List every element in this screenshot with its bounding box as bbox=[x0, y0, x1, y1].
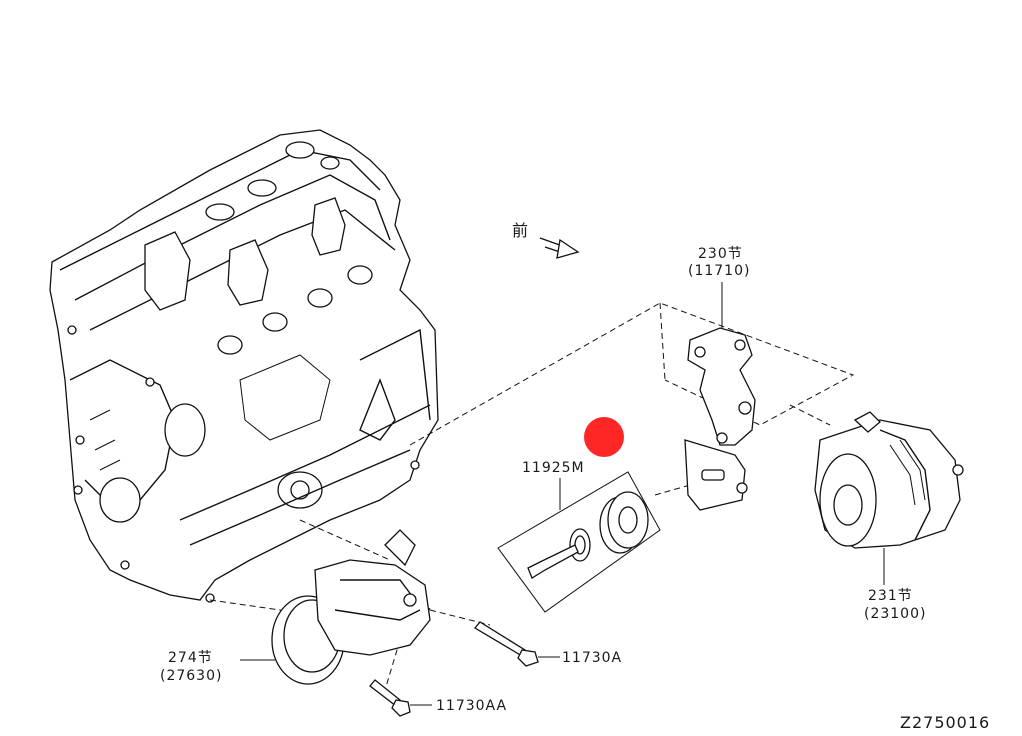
diagram-code-label: Z2750016 bbox=[900, 713, 990, 732]
ac-compressor bbox=[271, 529, 431, 685]
callout-leader-lines bbox=[240, 282, 885, 706]
bolt-11730aa bbox=[369, 679, 411, 717]
alternator bbox=[814, 411, 964, 549]
bolt-11730a bbox=[474, 621, 539, 667]
idler-kit-label: 11925M bbox=[522, 460, 585, 476]
front-arrow-icon bbox=[556, 238, 580, 259]
compressor-section-label: 274节 bbox=[168, 650, 213, 666]
engine-block bbox=[49, 129, 439, 603]
alternator-part-label: (23100) bbox=[864, 606, 926, 622]
alternator-section-label: 231节 bbox=[868, 588, 913, 604]
front-mark-label: 前 bbox=[512, 221, 529, 240]
front-direction-indicator: 前 bbox=[512, 221, 580, 259]
compressor-part-label: (27630) bbox=[160, 668, 222, 684]
red-marker-dot bbox=[584, 417, 624, 457]
bolt-long-label: 11730A bbox=[562, 650, 622, 666]
bolt-short-label: 11730AA bbox=[436, 698, 507, 714]
bracket-section-label: 230节 bbox=[698, 246, 743, 262]
idler-kit bbox=[497, 471, 661, 613]
bracket-part-label: (11710) bbox=[688, 263, 750, 279]
alternator-bracket bbox=[684, 327, 756, 511]
